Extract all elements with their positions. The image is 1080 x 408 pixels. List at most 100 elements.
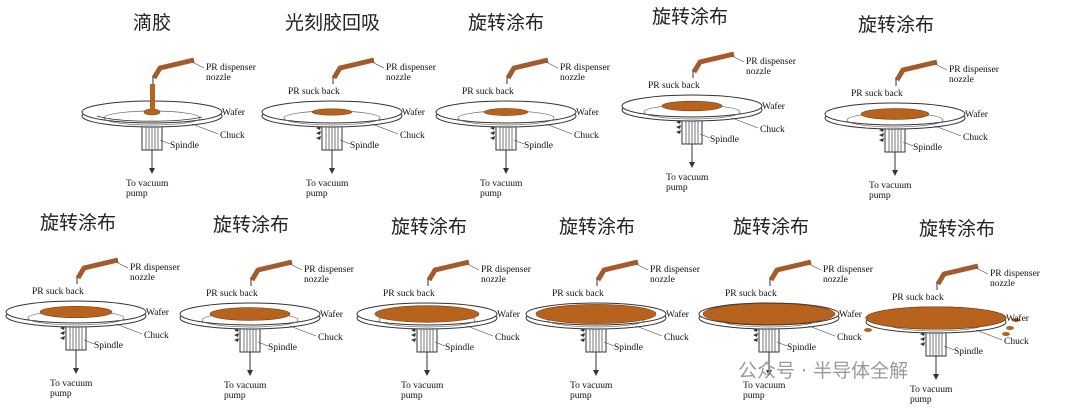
vacuum-label: To vacuum [570,381,613,391]
nozzle-label: nozzle [206,73,231,83]
rotation-arrow-icon [490,131,495,135]
vacuum-label: To vacuum [666,173,709,183]
resist-puddle [865,306,1007,330]
vacuum-label: pump [126,189,148,198]
rotation-arrow-icon [580,338,585,342]
rotation-arrow-icon [676,125,681,129]
nozzle-label: nozzle [746,67,771,77]
spindle-label: Spindle [350,141,379,151]
nozzle-label: nozzle [823,275,848,285]
arrow-down-icon [247,370,253,376]
resist-droplet [1002,332,1010,336]
resist-puddle [483,108,529,116]
nozzle-label: PR dispenser [386,63,437,73]
suck-back-label: PR suck back [552,289,604,299]
dispenser-nozzle [426,259,470,286]
dispenser-nozzle [935,263,979,290]
chuck-label: Chuck [837,333,862,343]
vacuum-label: pump [50,389,72,398]
rotation-arrow-icon [411,333,416,337]
spindle-label: Spindle [710,135,739,145]
nozzle-label: nozzle [386,73,411,83]
vacuum-label: To vacuum [50,379,93,389]
resist-puddle [311,108,353,116]
wafer-label: Wafer [1006,313,1030,324]
suck-back-label: PR suck back [892,293,944,303]
resist-puddle [374,305,480,323]
spindle-label: Spindle [954,347,983,357]
dispenser-nozzle [75,257,119,284]
chuck-label: Chuck [144,331,169,341]
arrow-down-icon [149,168,155,174]
rotation-arrow-icon [879,133,884,137]
dispenser-nozzle [894,59,938,86]
wafer-label: Wafer [839,309,863,320]
step-title: 旋转涂布 [652,6,729,28]
suck-back-label: PR suck back [851,89,903,99]
step-title: 旋转涂布 [559,216,636,238]
chuck-label: Chuck [963,133,988,143]
rotation-arrow-icon [411,338,416,342]
nozzle-label: PR dispenser [650,265,701,275]
spindle-label: Spindle [614,343,643,353]
nozzle-label: PR dispenser [560,63,611,73]
vacuum-label: pump [869,191,891,200]
vacuum-label: To vacuum [401,381,444,391]
vacuum-label: pump [743,391,765,400]
rotation-path [96,115,203,122]
dispenser-nozzle [249,259,293,286]
chuck-label: Chuck [1004,337,1029,347]
dispenser-nozzle [151,57,195,84]
resist-stream [150,84,155,112]
watermark: 公众号 · 半导体全解 [738,360,909,382]
chuck-label: Chuck [574,131,599,141]
nozzle-label: PR dispenser [481,265,532,275]
spindle-label: Spindle [268,343,297,353]
vacuum-label: To vacuum [306,179,349,189]
arrow-down-icon [766,370,772,376]
vacuum-label: pump [401,391,423,400]
vacuum-label: To vacuum [480,179,523,189]
spindle-label: Spindle [170,141,199,151]
chuck-label: Chuck [318,333,343,343]
resist-droplet [1012,318,1020,322]
spindle-label: Spindle [787,343,816,353]
step-title: 旋转涂布 [919,218,996,240]
chuck-label: Chuck [760,125,785,135]
resist-puddle [39,305,113,319]
nozzle-label: nozzle [481,275,506,285]
dispenser-nozzle [505,57,549,84]
dispenser-nozzle [691,51,735,78]
wafer-label: Wafer [146,307,170,318]
wafer-label: Wafer [497,309,521,320]
resist-puddle [702,303,836,325]
suck-back-label: PR suck back [462,87,514,97]
nozzle-label: nozzle [130,273,155,283]
wafer-label: Wafer [320,309,344,320]
rotation-arrow-icon [676,130,681,134]
nozzle-label: nozzle [560,73,585,83]
vacuum-label: pump [306,189,328,198]
rotation-arrow-icon [920,337,925,341]
suck-back-label: PR suck back [206,289,258,299]
nozzle-label: PR dispenser [823,265,874,275]
rotation-arrow-icon [920,342,925,346]
resist-puddle [860,108,930,120]
resist-droplet [1006,326,1014,330]
step-title: 旋转涂布 [40,212,117,234]
suck-back-label: PR suck back [288,87,340,97]
spindle-label: Spindle [94,341,123,351]
suck-back-label: PR suck back [32,287,84,297]
